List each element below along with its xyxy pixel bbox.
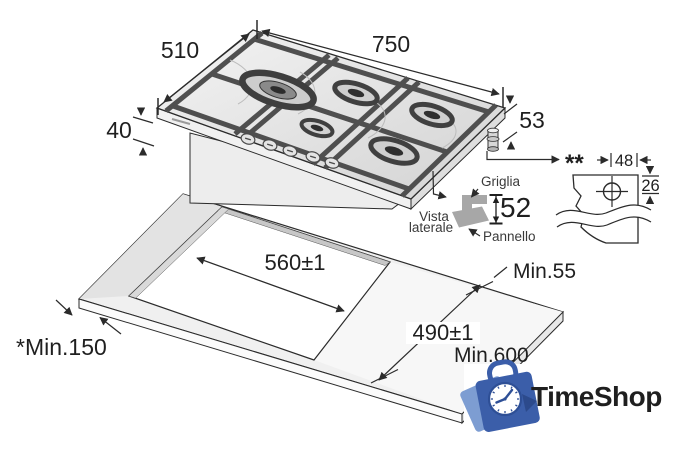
cooktop-dimensions: 750 510 40 53 ** xyxy=(106,20,584,177)
cutout-wall-top xyxy=(216,206,391,266)
dim-line-510 xyxy=(163,33,250,103)
dim-560-label: 560±1 xyxy=(264,250,325,275)
bag-fold xyxy=(522,394,537,412)
cutout-wall-left xyxy=(128,206,230,299)
detail-leader xyxy=(432,170,447,200)
dim-26-label: 26 xyxy=(641,177,659,195)
dim-490-label: 490±1 xyxy=(412,320,473,345)
dim-52-label: 52 xyxy=(500,192,531,223)
brand-mark xyxy=(171,118,191,125)
min-55-label: Min.55 xyxy=(513,260,576,283)
dim-line-750 xyxy=(261,28,500,97)
gas-note-marker: ** xyxy=(565,150,584,177)
clock-icon xyxy=(487,381,523,417)
panel-hole-detail: 48 26 xyxy=(555,152,660,244)
gas-connector xyxy=(486,127,500,152)
label-griglia: Griglia xyxy=(481,174,521,189)
dim-750-label: 750 xyxy=(372,31,410,57)
dim-48-label: 48 xyxy=(615,152,633,170)
dim-510-label: 510 xyxy=(161,37,199,63)
label-vista: Vista xyxy=(419,209,449,224)
side-view-detail: 52 Griglia Vista laterale Pannello xyxy=(409,170,536,244)
min150-arrow-1 xyxy=(55,299,73,316)
break-band xyxy=(556,204,651,227)
dim-40-label: 40 xyxy=(106,117,132,143)
min-150-label: *Min.150 xyxy=(16,334,107,360)
logo-wordmark: TimeShop xyxy=(531,381,662,412)
burner-right-front xyxy=(368,136,420,166)
label-laterale: laterale xyxy=(409,220,453,235)
burner-small xyxy=(299,117,335,139)
gas-note-leader xyxy=(486,151,560,164)
grate-profile-shape xyxy=(462,195,487,212)
panel-profile-shape xyxy=(452,206,489,228)
label-pannello: Pannello xyxy=(483,229,536,244)
watermark-logo: TimeShop xyxy=(460,359,678,446)
min55-leader xyxy=(493,266,508,278)
burner-right-back xyxy=(409,101,455,129)
min150-arrow-2 xyxy=(99,316,122,335)
control-knobs xyxy=(240,133,340,169)
dim-53-label: 53 xyxy=(519,107,545,133)
countertop-dimensions: 560±1 490±1 Min.55 Min.600 *Min.150 xyxy=(16,250,576,384)
countertop-left-strip xyxy=(79,194,222,299)
dim-line-560 xyxy=(196,256,345,313)
